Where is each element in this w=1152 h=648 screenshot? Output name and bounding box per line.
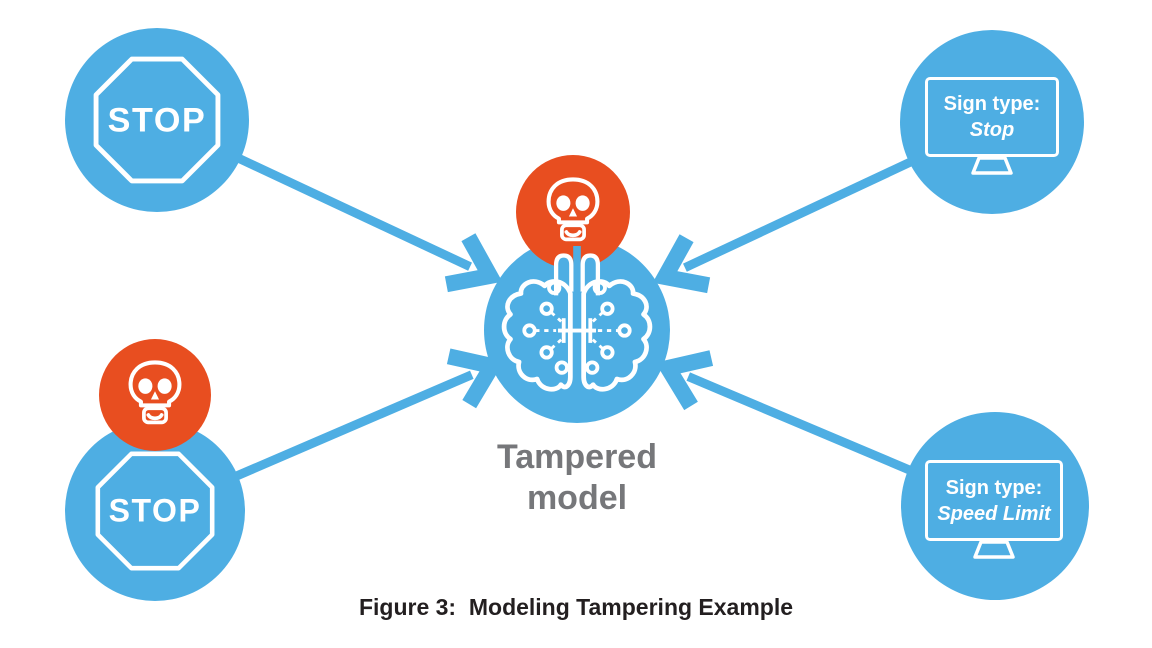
stop-sign-icon: STOP — [95, 451, 215, 571]
monitor-line1: Sign type: — [945, 476, 1043, 499]
monitor-line2: Stop — [969, 119, 1015, 141]
monitor-icon: Sign type: Stop — [925, 77, 1059, 157]
monitor-icon: Sign type: Speed Limit — [925, 460, 1063, 541]
figure-caption: Figure 3: Modeling Tampering Example — [358, 594, 794, 620]
stop-sign-text: STOP — [109, 493, 202, 529]
tampered-stop-sign-node: STOP — [65, 421, 245, 601]
skull-icon — [546, 177, 600, 242]
clean-stop-sign-node: STOP — [65, 28, 249, 212]
skull-icon — [128, 360, 182, 425]
monitor-stand-icon — [971, 156, 1013, 175]
output-speed-limit-node — [901, 412, 1089, 600]
tamper-badge — [516, 155, 630, 269]
tampered-model-label-line1: Tampered — [497, 438, 657, 476]
tampered-model-label: Tampered model — [447, 437, 707, 519]
monitor-stand-icon — [973, 540, 1015, 559]
stop-sign-icon: STOP — [93, 56, 221, 184]
brain-circuit-icon — [501, 246, 653, 392]
monitor-line1: Sign type: — [943, 93, 1041, 115]
output-stop-node — [900, 30, 1084, 214]
tamper-badge — [99, 339, 211, 451]
monitor-line2: Speed Limit — [937, 502, 1051, 525]
stop-sign-text: STOP — [108, 101, 207, 139]
tampered-model-label-line2: model — [526, 479, 628, 517]
